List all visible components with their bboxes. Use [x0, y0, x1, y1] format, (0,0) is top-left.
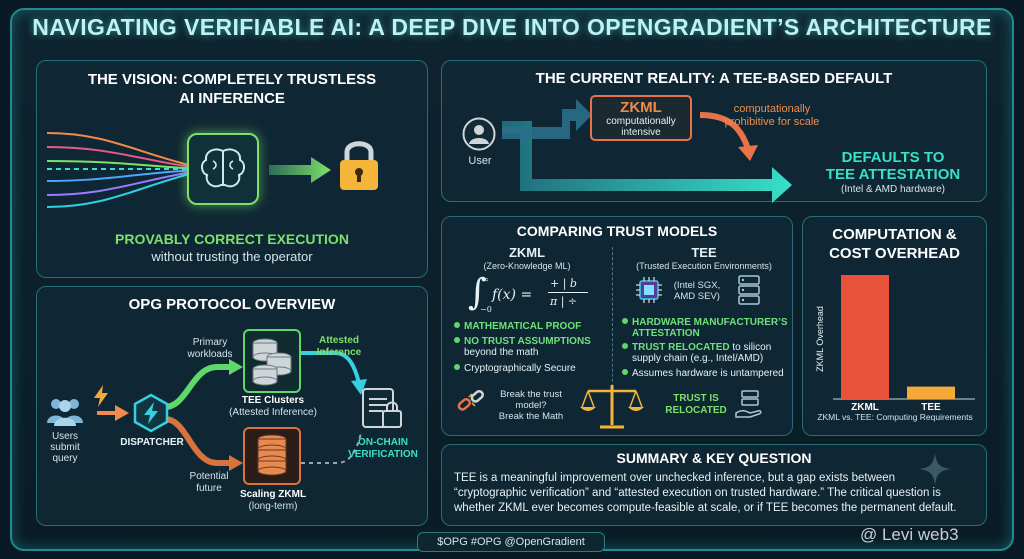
- tee-column-sub: (Trusted Execution Environments): [636, 261, 772, 271]
- zkml-column-sub: (Zero-Knowledge ML): [483, 261, 571, 271]
- cost-title: COMPUTATION & COST OVERHEAD: [803, 225, 986, 263]
- tee-hardware-label: (Intel SGX, AMD SEV): [673, 280, 721, 302]
- chart-bars: ZKML TEE: [841, 275, 955, 413]
- broken-chain-icon: [456, 387, 486, 417]
- bar-tee: [907, 386, 955, 399]
- chip-icon: [634, 275, 664, 305]
- potential-future-label: Potential future: [189, 471, 229, 494]
- reality-panel: THE CURRENT REALITY: A TEE-BASED DEFAULT…: [441, 60, 987, 203]
- page-title: NAVIGATING VERIFIABLE AI: A DEEP DIVE IN…: [32, 14, 992, 40]
- vision-title: THE VISION: COMPLETELY TRUSTLESS AI INFE…: [37, 70, 427, 108]
- lock-icon: [337, 137, 381, 193]
- onchain-verification-label: ON-CHAIN VERIFICATION: [348, 437, 418, 460]
- protocol-panel: OPG PROTOCOL OVERVIEW Users submit query: [36, 286, 428, 526]
- chart-ylabel: ZKML Overhead: [815, 306, 825, 372]
- prohibitive-label: computationally prohibitive for scale: [724, 103, 820, 128]
- compare-divider: [612, 247, 613, 397]
- vision-caption: PROVABLY CORRECT EXECUTION without trust…: [37, 231, 427, 264]
- summary-line-2: “cryptographic verification” and “attest…: [454, 487, 941, 499]
- sparkle-icon: [918, 452, 952, 491]
- balance-scale-icon: [580, 381, 644, 431]
- vision-panel: THE VISION: COMPLETELY TRUSTLESS AI INFE…: [36, 60, 428, 278]
- reality-title: THE CURRENT REALITY: A TEE-BASED DEFAULT: [535, 70, 893, 87]
- dispatcher-icon: [131, 393, 171, 433]
- reality-flow-arrows: [502, 99, 792, 203]
- attested-inference-label: Attested Inference: [316, 335, 362, 358]
- tee-bullet-3: Assumes hardware is untampered: [622, 368, 784, 379]
- summary-line-3: whether ZKML ever becomes compute-feasib…: [454, 502, 957, 514]
- zkml-box-sub2: intensive: [621, 127, 661, 138]
- vision-title-line2: AI INFERENCE: [179, 90, 285, 107]
- bar-zkml: [841, 275, 889, 399]
- data-streams-graphic: [47, 132, 198, 208]
- users-label: Users submit query: [50, 431, 80, 464]
- cost-panel: COMPUTATION & COST OVERHEAD ZKML Overhea…: [802, 216, 987, 436]
- primary-workloads-label: Primary workloads: [187, 337, 233, 360]
- tee-clusters-icon: [243, 329, 301, 393]
- defaults-label: DEFAULTS TO TEE ATTESTATION (Intel & AMD…: [825, 149, 961, 195]
- vision-caption-main: PROVABLY CORRECT EXECUTION: [115, 231, 349, 247]
- zkml-bullet-3: Cryptographically Secure: [454, 363, 576, 374]
- zkml-box-sub1: computationally: [606, 116, 676, 127]
- brain-icon: [187, 133, 259, 205]
- lightning-icon: [93, 385, 109, 407]
- user-avatar-icon: [462, 117, 496, 151]
- tick-label-tee: TEE: [921, 402, 941, 413]
- vision-caption-sub: without trusting the operator: [151, 249, 313, 264]
- trust-relocated-label: TRUST IS RELOCATED: [665, 393, 727, 416]
- vision-arrow: [269, 157, 331, 183]
- zkml-box: ZKML computationally intensive: [590, 95, 692, 141]
- zkml-bullet-1: MATHEMATICAL PROOF: [454, 321, 581, 332]
- scaling-zkml-label: Scaling ZKML (long-term): [239, 489, 307, 512]
- document-verification-icon: [359, 383, 407, 433]
- server-icon: [738, 275, 760, 305]
- protocol-title: OPG PROTOCOL OVERVIEW: [128, 296, 336, 313]
- compare-panel: COMPARING TRUST MODELS ZKML (Zero-Knowle…: [441, 216, 793, 436]
- summary-panel: SUMMARY & KEY QUESTION TEE is a meaningf…: [441, 444, 987, 526]
- user-label: User: [468, 155, 492, 167]
- tick-label-zkml: ZKML: [851, 402, 879, 413]
- tee-clusters-label: TEE Clusters (Attested Inference): [229, 395, 317, 418]
- summary-line-1: TEE is a meaningful improvement over unc…: [454, 472, 896, 484]
- dispatcher-label: DISPATCHER: [120, 437, 184, 448]
- footer-tags: $OPG #OPG @OpenGradient: [417, 532, 605, 552]
- zkml-column-title: ZKML: [508, 245, 546, 260]
- summary-text: TEE is a meaningful improvement over unc…: [454, 471, 980, 516]
- users-icon: [45, 395, 85, 427]
- zkml-database-icon: [243, 427, 301, 485]
- math-formula: ∫ ∞ −0 f(x) = + | b π | ÷: [468, 273, 598, 317]
- cost-title-line2: COST OVERHEAD: [829, 245, 960, 262]
- summary-title: SUMMARY & KEY QUESTION: [616, 450, 812, 466]
- tee-column-title: TEE: [691, 245, 717, 260]
- chart-caption: ZKML vs. TEE: Computing Requirements: [817, 412, 972, 422]
- vision-title-line1: THE VISION: COMPLETELY TRUSTLESS: [87, 71, 377, 88]
- watermark: @ Levi web3: [860, 525, 959, 544]
- zkml-box-title: ZKML: [620, 99, 662, 116]
- compare-title: COMPARING TRUST MODELS: [516, 223, 718, 239]
- break-trust-label: Break the trust model? Break the Math: [498, 389, 564, 422]
- hand-server-icon: [734, 389, 764, 419]
- protocol-flow-lines: [97, 351, 367, 471]
- cost-chart: ZKML Overhead ZKML TEE ZKML vs. TEE: Comp…: [815, 275, 975, 422]
- cost-title-line1: COMPUTATION &: [832, 226, 957, 243]
